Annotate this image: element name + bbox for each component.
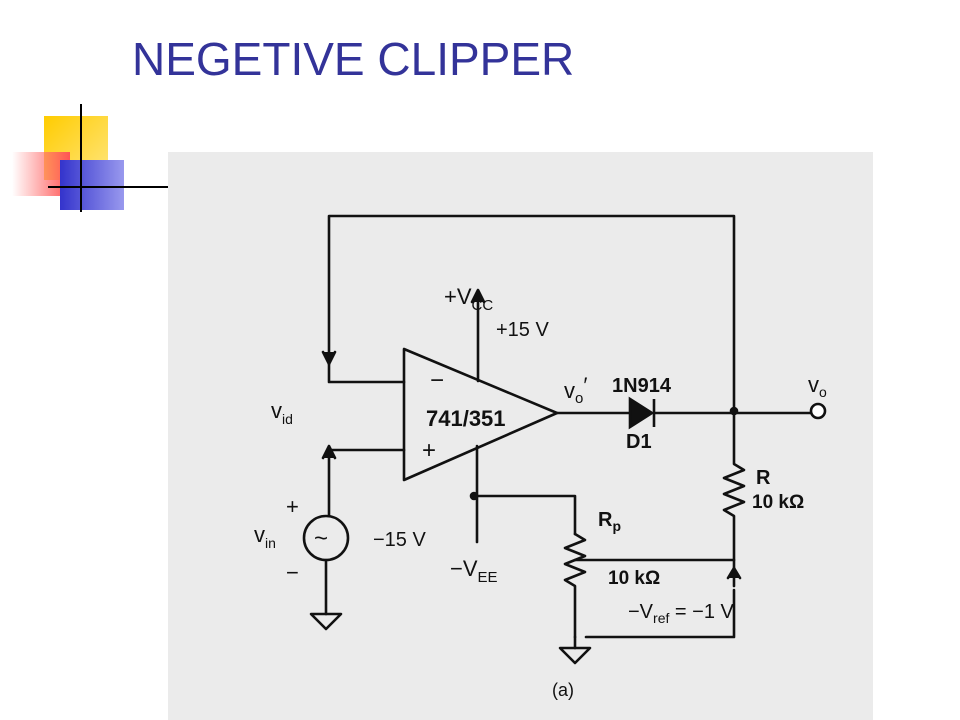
- rp-label: Rp: [598, 509, 621, 534]
- vcc-value: +15 V: [496, 319, 549, 341]
- vo-label: vo: [808, 372, 827, 400]
- noninverting-sign: +: [422, 437, 436, 464]
- vid-label: vid: [271, 398, 293, 427]
- op-amp-label: 741/351: [426, 406, 506, 431]
- ground-symbol-source: [309, 612, 343, 631]
- diode-part-label: 1N914: [612, 375, 672, 397]
- vee-label: −VEE: [450, 556, 498, 586]
- vo-prime-label: vo′: [564, 373, 587, 407]
- source-symbol: ~: [314, 525, 328, 552]
- vee-value: −15 V: [373, 529, 426, 551]
- vcc-label: +VCC: [444, 284, 493, 314]
- resistor-label: R: [756, 467, 771, 489]
- vin-label: vin: [254, 522, 276, 551]
- source-plus: +: [286, 494, 299, 519]
- op-amp-symbol: [402, 347, 559, 482]
- circuit-diagram: − + 741/351 +VCC +15 V vo′ 1N914 D1 vo v…: [168, 152, 873, 720]
- deco-horizontal-line: [48, 186, 168, 188]
- vref-label: −Vref = −1 V: [628, 601, 735, 626]
- source-minus: −: [286, 560, 299, 585]
- deco-blue-square: [60, 160, 124, 210]
- inverting-input-wire: [327, 359, 406, 384]
- deco-vertical-line: [80, 104, 82, 212]
- rp-value: 10 kΩ: [608, 568, 660, 589]
- potentiometer-symbol: [563, 532, 587, 639]
- diode-symbol: [628, 396, 656, 430]
- diode-name-label: D1: [626, 431, 652, 453]
- feedback-wire: [327, 214, 736, 413]
- inverting-sign: −: [430, 367, 444, 394]
- resistor-value: 10 kΩ: [752, 492, 804, 513]
- figure-caption: (a): [552, 680, 574, 700]
- resistor-symbol: [722, 409, 746, 588]
- slide-title: NEGETIVE CLIPPER: [132, 33, 575, 85]
- ground-symbol-rp: [558, 646, 592, 665]
